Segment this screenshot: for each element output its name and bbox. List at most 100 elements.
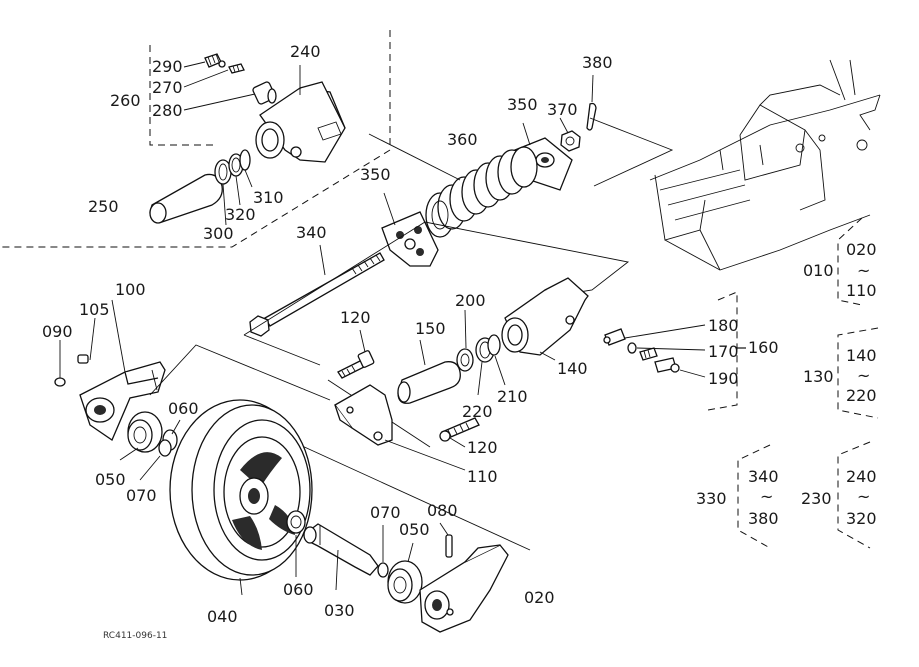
group-130: 130 140 ~ 220: [803, 346, 877, 405]
label-120-upper: 120: [340, 308, 371, 327]
label-140: 140: [557, 359, 588, 378]
spring-bracket-350-lower: [381, 211, 439, 267]
label-300: 300: [203, 224, 234, 243]
group-010-from: 020: [846, 240, 877, 259]
label-030: 030: [324, 601, 355, 620]
label-050-left: 050: [95, 470, 126, 489]
group-010-key: 010: [803, 261, 834, 280]
label-105: 105: [79, 300, 110, 319]
label-170: 170: [708, 342, 739, 361]
assembly-250-boundary: [0, 30, 391, 248]
group-010: 010 020 ~ 110: [803, 240, 877, 300]
label-220: 220: [462, 402, 493, 421]
tension-spring-360: [425, 146, 538, 238]
pin-080: [445, 534, 453, 558]
group-230: 230 240 ~ 320: [801, 467, 877, 528]
floating-seal-050-right: [387, 560, 423, 604]
group-130-tilde: ~: [857, 366, 870, 385]
group-brackets: [707, 217, 879, 549]
idler-group-boundary: [149, 344, 531, 551]
group-130-to: 220: [846, 386, 877, 405]
label-070-left: 070: [126, 486, 157, 505]
group-330-key: 330: [696, 489, 727, 508]
label-310: 310: [253, 188, 284, 207]
label-050-right: 050: [399, 520, 430, 539]
group-130-key: 130: [803, 367, 834, 386]
label-350-lower: 350: [360, 165, 391, 184]
floating-seal-050-left: [127, 411, 163, 453]
label-100: 100: [115, 280, 146, 299]
seal-210: [487, 334, 501, 356]
group-010-tilde: ~: [857, 261, 870, 280]
backup-ring-310: [239, 149, 251, 171]
label-150: 150: [415, 319, 446, 338]
label-270: 270: [152, 78, 183, 97]
label-110: 110: [467, 467, 498, 486]
bolt-120-upper: [337, 350, 375, 379]
group-230-key: 230: [801, 489, 832, 508]
label-060-left: 060: [168, 399, 199, 418]
label-020: 020: [524, 588, 555, 607]
nut-370: [560, 130, 581, 152]
label-320: 320: [225, 205, 256, 224]
group-330-tilde: ~: [760, 487, 773, 506]
grease-fitting-290: [204, 53, 226, 68]
fitting-190: [639, 347, 680, 373]
label-250: 250: [88, 197, 119, 216]
label-210: 210: [497, 387, 528, 406]
washer-270: [228, 63, 245, 74]
label-240: 240: [290, 42, 321, 61]
label-190: 190: [708, 369, 739, 388]
bolt-120-lower: [439, 417, 480, 442]
label-200: 200: [455, 291, 486, 310]
pin-150: [397, 361, 461, 404]
group-230-to: 320: [846, 509, 877, 528]
label-120-lower: 120: [467, 438, 498, 457]
cotter-pin-380: [586, 102, 597, 131]
cylinder-240: [255, 81, 346, 163]
label-040: 040: [207, 607, 238, 626]
ring-090: [54, 377, 66, 387]
label-060-right: 060: [283, 580, 314, 599]
label-180: 180: [708, 316, 739, 335]
cylinder-140: [501, 277, 589, 356]
label-080: 080: [427, 501, 458, 520]
oring-070-right: [377, 562, 389, 578]
bushing-060-right: [286, 510, 306, 534]
label-290: 290: [152, 57, 183, 76]
document-code: RC411-096-11: [103, 631, 167, 641]
piston-250: [149, 173, 223, 224]
leader-lines: [59, 61, 706, 596]
group-330-to: 380: [748, 509, 779, 528]
label-350-upper: 350: [507, 95, 538, 114]
label-070-right: 070: [370, 503, 401, 522]
label-280: 280: [152, 101, 183, 120]
idler-bracket-100: [79, 361, 166, 441]
group-230-tilde: ~: [857, 487, 870, 506]
shaft-030: [303, 523, 379, 576]
group-010-to: 110: [846, 281, 877, 300]
bracket-110: [334, 384, 393, 446]
label-370: 370: [547, 100, 578, 119]
label-160: 160: [748, 338, 779, 357]
adapter-280: [252, 81, 277, 105]
oring-070-left: [158, 439, 172, 457]
group-130-from: 140: [846, 346, 877, 365]
tension-rod-340: [249, 252, 385, 337]
label-090: 090: [42, 322, 73, 341]
fitting-180: [603, 328, 626, 346]
bolt-105: [77, 354, 89, 364]
label-360: 360: [447, 130, 478, 149]
idler-bracket-020: [419, 544, 509, 633]
ring-200: [456, 348, 474, 372]
washer-170: [627, 342, 637, 354]
label-260: 260: [110, 91, 141, 110]
group-230-from: 240: [846, 467, 877, 486]
label-380: 380: [582, 53, 613, 72]
part-number-labels: 240 290 270 280 260 250 300 320 310 350 …: [42, 42, 779, 626]
idler-wheel-040: [169, 399, 313, 581]
group-330-from: 340: [748, 467, 779, 486]
group-330: 330 340 ~ 380: [696, 467, 779, 528]
